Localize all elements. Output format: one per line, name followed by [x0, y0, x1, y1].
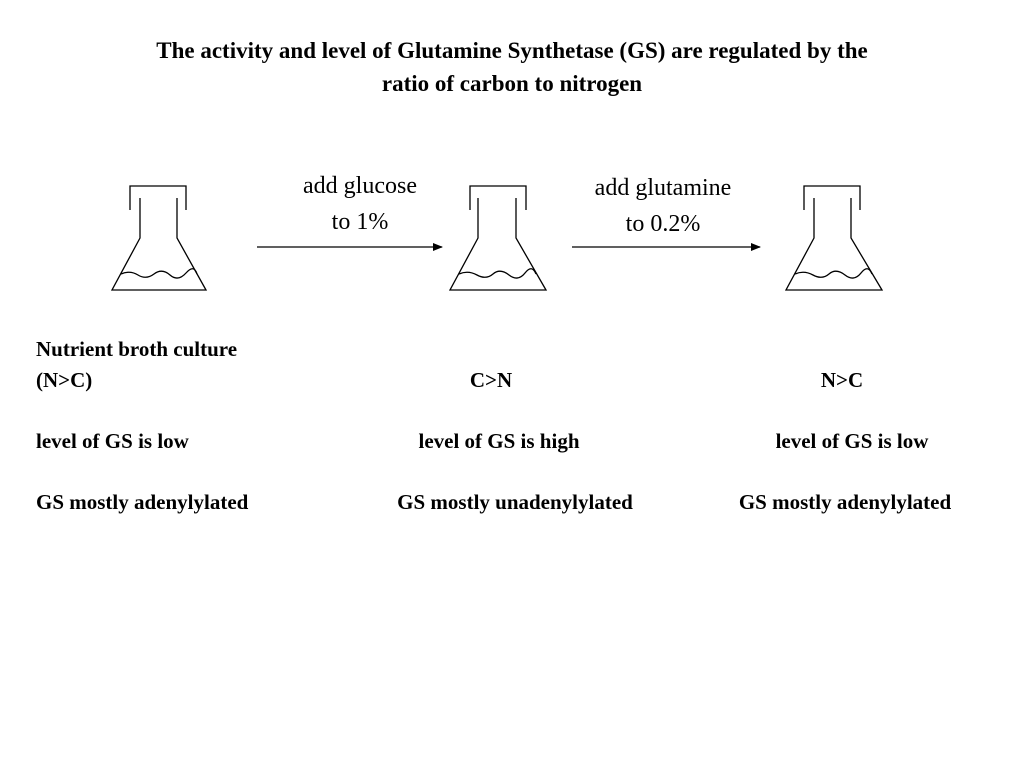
step-2-line-2: to 0.2%	[625, 211, 701, 237]
step-1-line-2: to 1%	[331, 209, 389, 235]
step-1-line-1: add glucose	[303, 173, 417, 199]
flask-3-gs-state: GS mostly adenylylated	[738, 490, 952, 514]
flask-3-icon	[784, 185, 884, 291]
flask-1-ratio: (N>C)	[36, 368, 93, 392]
flask-3-gs-level: level of GS is low	[775, 429, 929, 453]
flask-2-ratio: C>N	[469, 368, 513, 392]
title-line-2: ratio of carbon to nitrogen	[381, 71, 643, 96]
step-2-line-1: add glutamine	[594, 175, 732, 201]
flask-2-icon	[448, 185, 548, 291]
flask-3-ratio: N>C	[820, 368, 864, 392]
step-2-label: add glutamine to 0.2%	[573, 170, 753, 242]
flask-1-name: Nutrient broth culture	[36, 337, 238, 361]
flask-1-icon	[110, 185, 208, 291]
step-1-label: add glucose to 1%	[270, 168, 450, 240]
page-title: The activity and level of Glutamine Synt…	[40, 34, 984, 100]
flask-2-gs-level: level of GS is high	[418, 429, 580, 453]
flask-2-gs-state: GS mostly unadenylylated	[397, 490, 633, 514]
flask-1-gs-level: level of GS is low	[36, 429, 189, 453]
title-line-1: The activity and level of Glutamine Synt…	[156, 38, 868, 63]
flask-1-gs-state: GS mostly adenylylated	[36, 490, 249, 514]
